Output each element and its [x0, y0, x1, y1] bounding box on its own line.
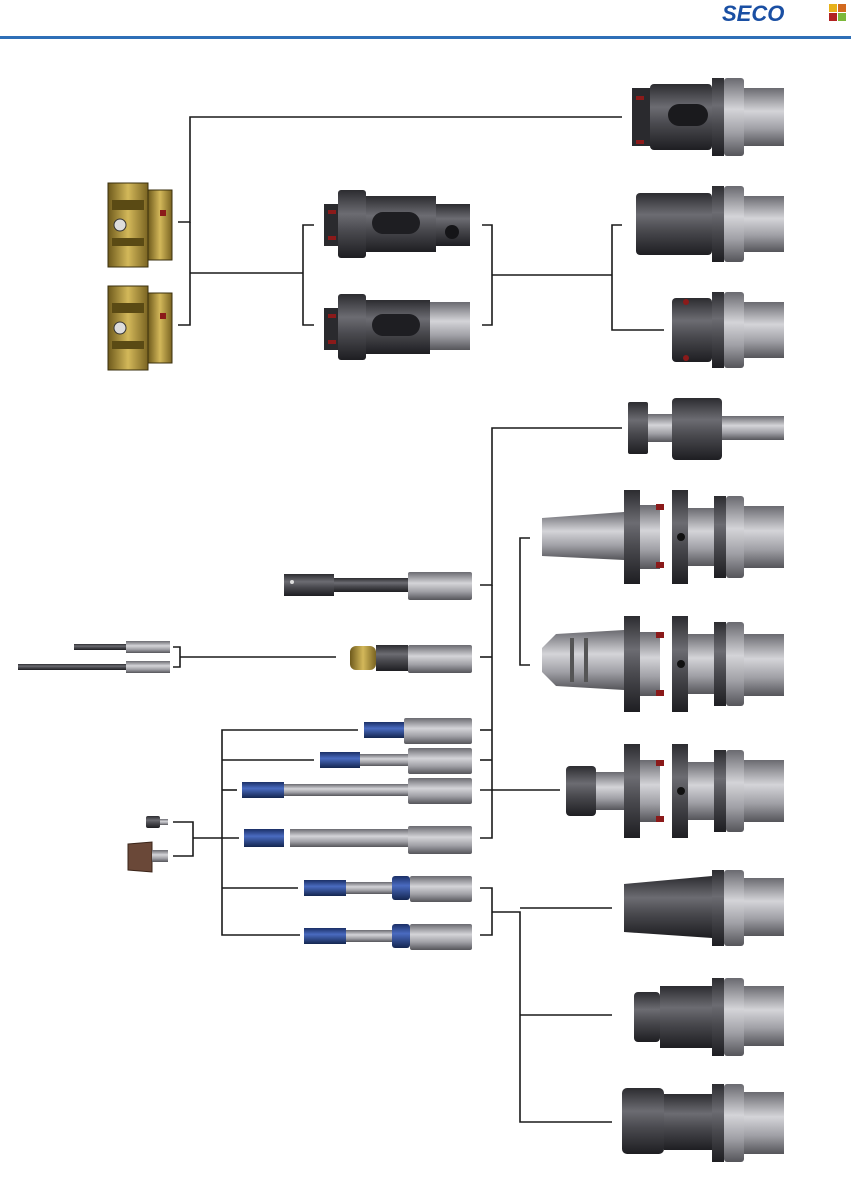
- hsk-collet-adapter: [542, 616, 784, 712]
- reduction-adapter-top: [324, 190, 470, 258]
- hsk-weldon-adapter: [542, 490, 784, 584]
- hsk-er-adapter: [566, 744, 784, 838]
- long-reamer: [18, 661, 170, 673]
- boring-bar-1: [284, 572, 472, 600]
- header: SECO: [0, 1, 851, 39]
- connector-lines: [173, 117, 664, 1122]
- mini-cutter: [128, 842, 168, 872]
- seco-logo-squares: [829, 4, 846, 21]
- hsk-extension-shank: [628, 398, 784, 460]
- header-rule: [0, 36, 851, 39]
- screw: [146, 816, 168, 828]
- boring-bar-3: [364, 718, 472, 744]
- cutter-head-bottom: [108, 286, 172, 370]
- small-reamer: [74, 641, 170, 653]
- reduction-adapter-bottom: [324, 294, 470, 360]
- boring-bar-7: [304, 876, 472, 902]
- seco-logo: SECO: [722, 1, 784, 26]
- hsk-shrink-chuck: [624, 870, 784, 946]
- boring-bar-4: [320, 748, 472, 774]
- boring-bar-5: [242, 778, 472, 804]
- hsk-direct-adapter: [632, 78, 784, 156]
- cutter-head-top: [108, 183, 172, 267]
- hsk-er-chuck: [622, 1084, 784, 1162]
- hsk-hydraulic-chuck: [634, 978, 784, 1056]
- boring-bar-2: [350, 645, 472, 673]
- hsk-cylindrical-adapter: [636, 186, 784, 262]
- boring-bar-8: [304, 924, 472, 950]
- boring-bar-6: [244, 826, 472, 854]
- hsk-short-adapter: [672, 292, 784, 368]
